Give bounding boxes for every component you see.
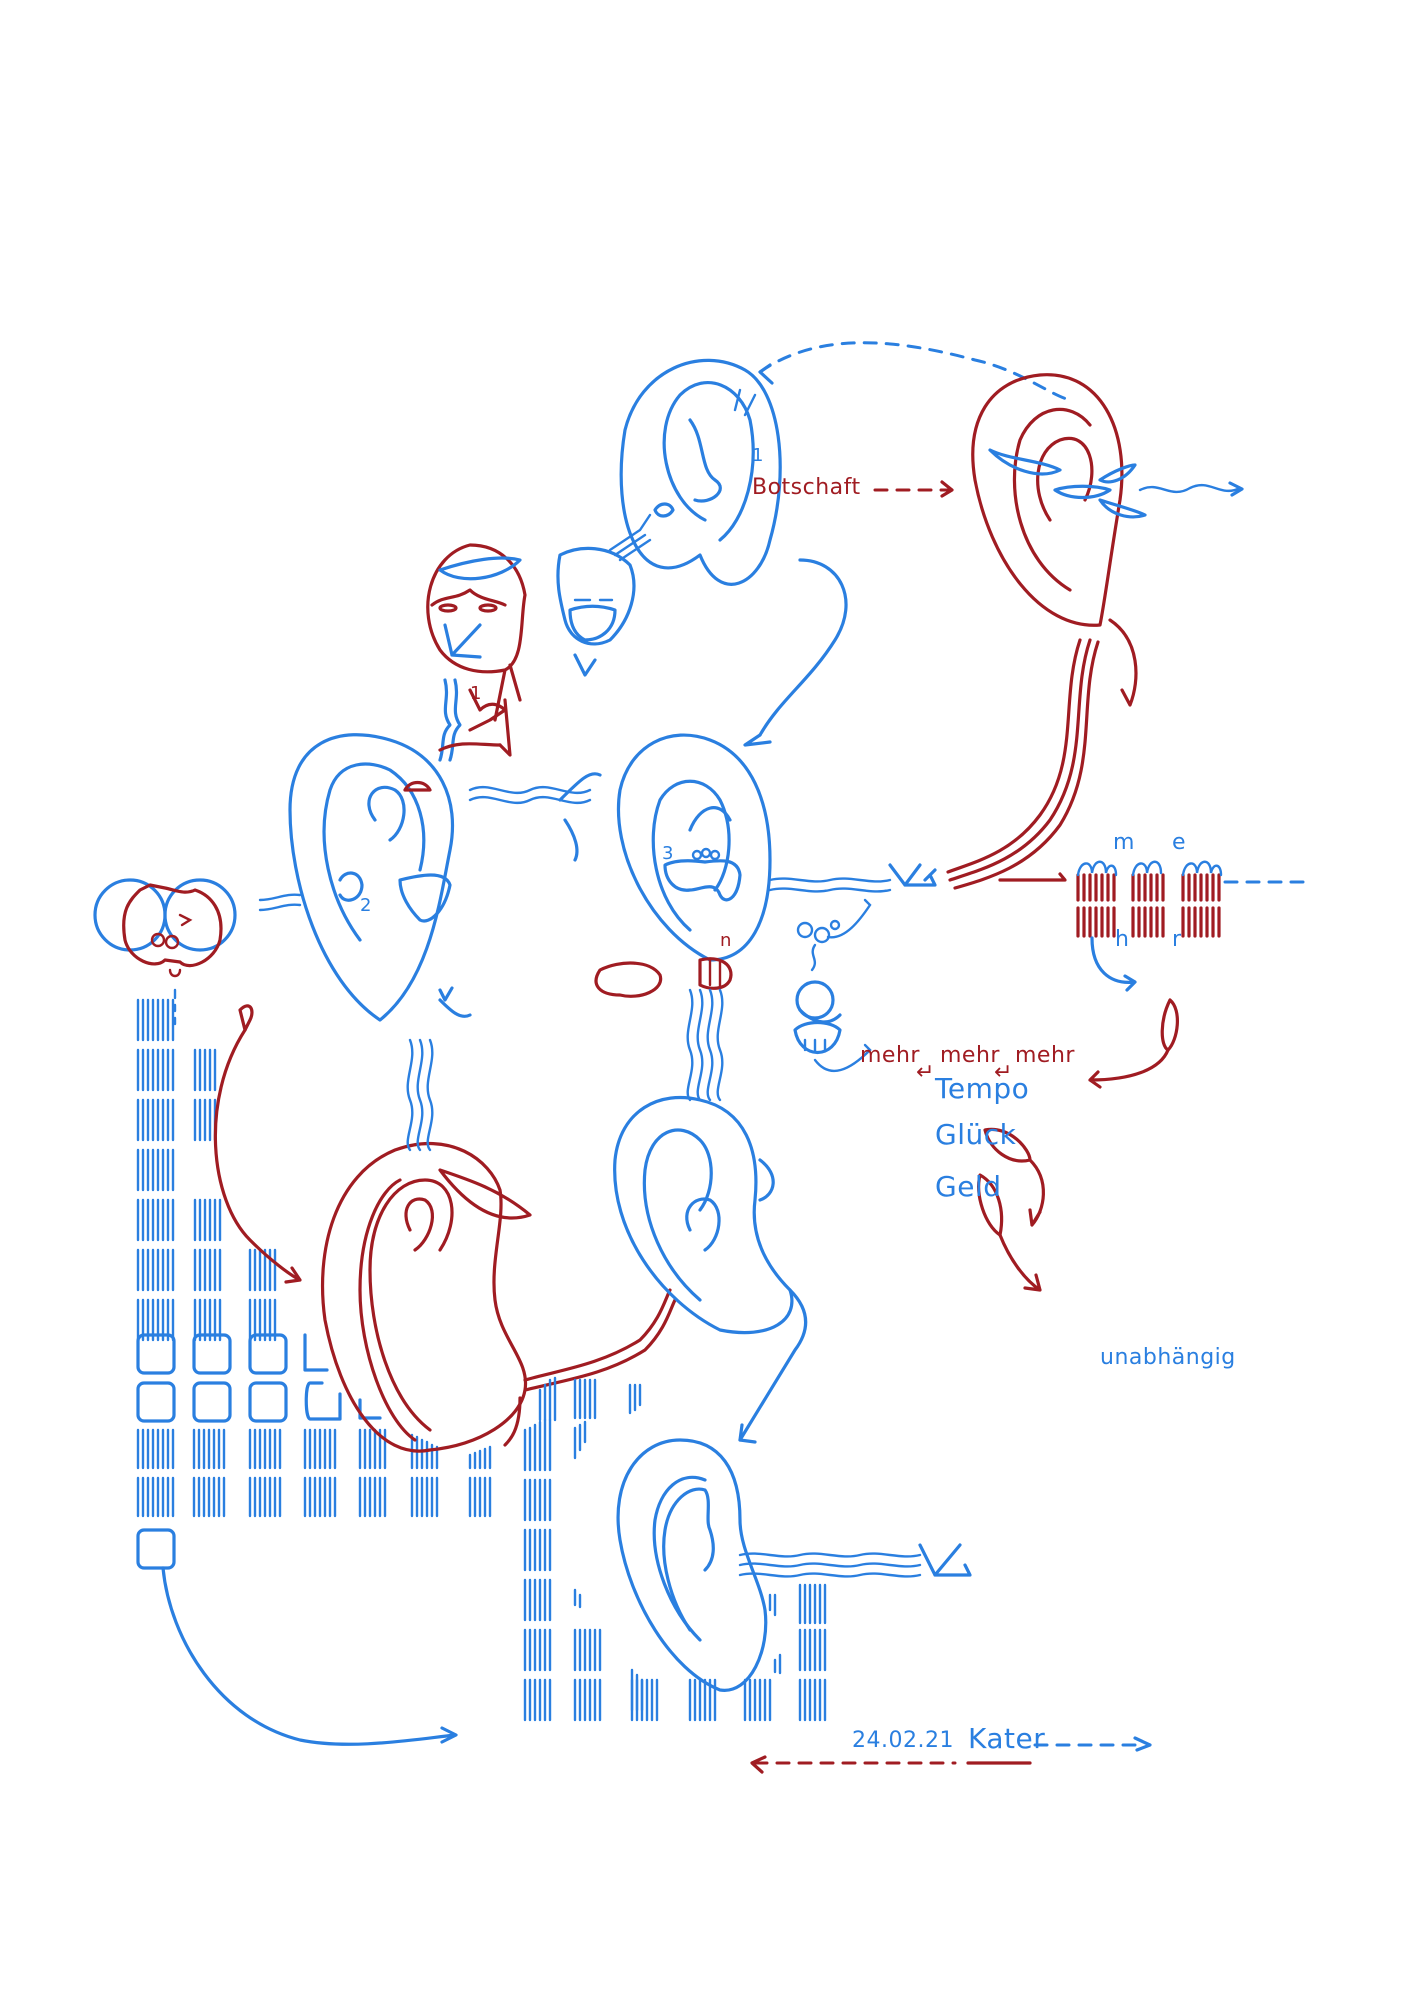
- leaf-icon: [988, 448, 1244, 519]
- face-icon-red: [426, 543, 527, 722]
- label-number-1-mid: 1: [470, 683, 482, 704]
- label-botschaft: Botschaft: [752, 475, 861, 500]
- label-number-1-top: 1: [752, 445, 764, 466]
- label-unabhaengig: unabhängig: [1100, 1345, 1236, 1370]
- ear-icon-blue-lower: [613, 1095, 808, 1444]
- ear-icon-center: [616, 733, 772, 962]
- label-letter-e: e: [1172, 830, 1187, 855]
- ear-icon-bottom: [616, 1438, 768, 1692]
- label-letter-m: m: [1113, 830, 1135, 855]
- glasses-icon: [796, 898, 872, 944]
- label-number-2: 2: [360, 895, 372, 916]
- face-icon-blue: [438, 502, 675, 677]
- ear-icon-top: [619, 358, 848, 747]
- label-letter-r: r: [1172, 927, 1182, 952]
- bean-shape: [594, 961, 663, 998]
- cat-face-icon: [93, 878, 237, 978]
- label-mehr-2: mehr: [940, 1043, 1000, 1068]
- dashed-arc: [758, 341, 1072, 402]
- label-tempo: Tempo: [935, 1072, 1030, 1105]
- label-mehr-1: mehr: [860, 1043, 920, 1068]
- grid-blocks-icon-left: [136, 998, 492, 1570]
- arrow-icon-bottom-left: [161, 1566, 457, 1746]
- label-glueck: Glück: [935, 1118, 1017, 1151]
- ear-icon-left: [288, 733, 455, 1022]
- head-icon: [793, 980, 872, 1072]
- label-geld: Geld: [935, 1170, 1002, 1203]
- ear-icon-right: [971, 373, 1138, 707]
- grid-blocks-icon-membrane: [1076, 860, 1312, 938]
- label-date: 24.02.21: [852, 1728, 954, 1753]
- ear-icon-red-bottom: [321, 1141, 532, 1453]
- label-number-3: 3: [662, 843, 674, 864]
- wave-lines-icon-red: [946, 638, 1100, 890]
- label-kater: Kater: [968, 1722, 1046, 1755]
- label-letter-h: h: [1115, 927, 1130, 952]
- label-mehr-3: mehr: [1015, 1043, 1075, 1068]
- label-letter-n: n: [720, 930, 732, 951]
- grid-blocks-icon-bottom: [523, 1376, 827, 1722]
